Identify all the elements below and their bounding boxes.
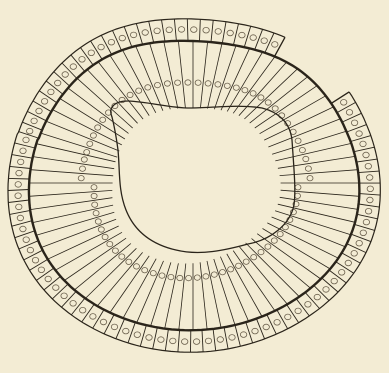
outer-cell-wall xyxy=(8,178,29,179)
